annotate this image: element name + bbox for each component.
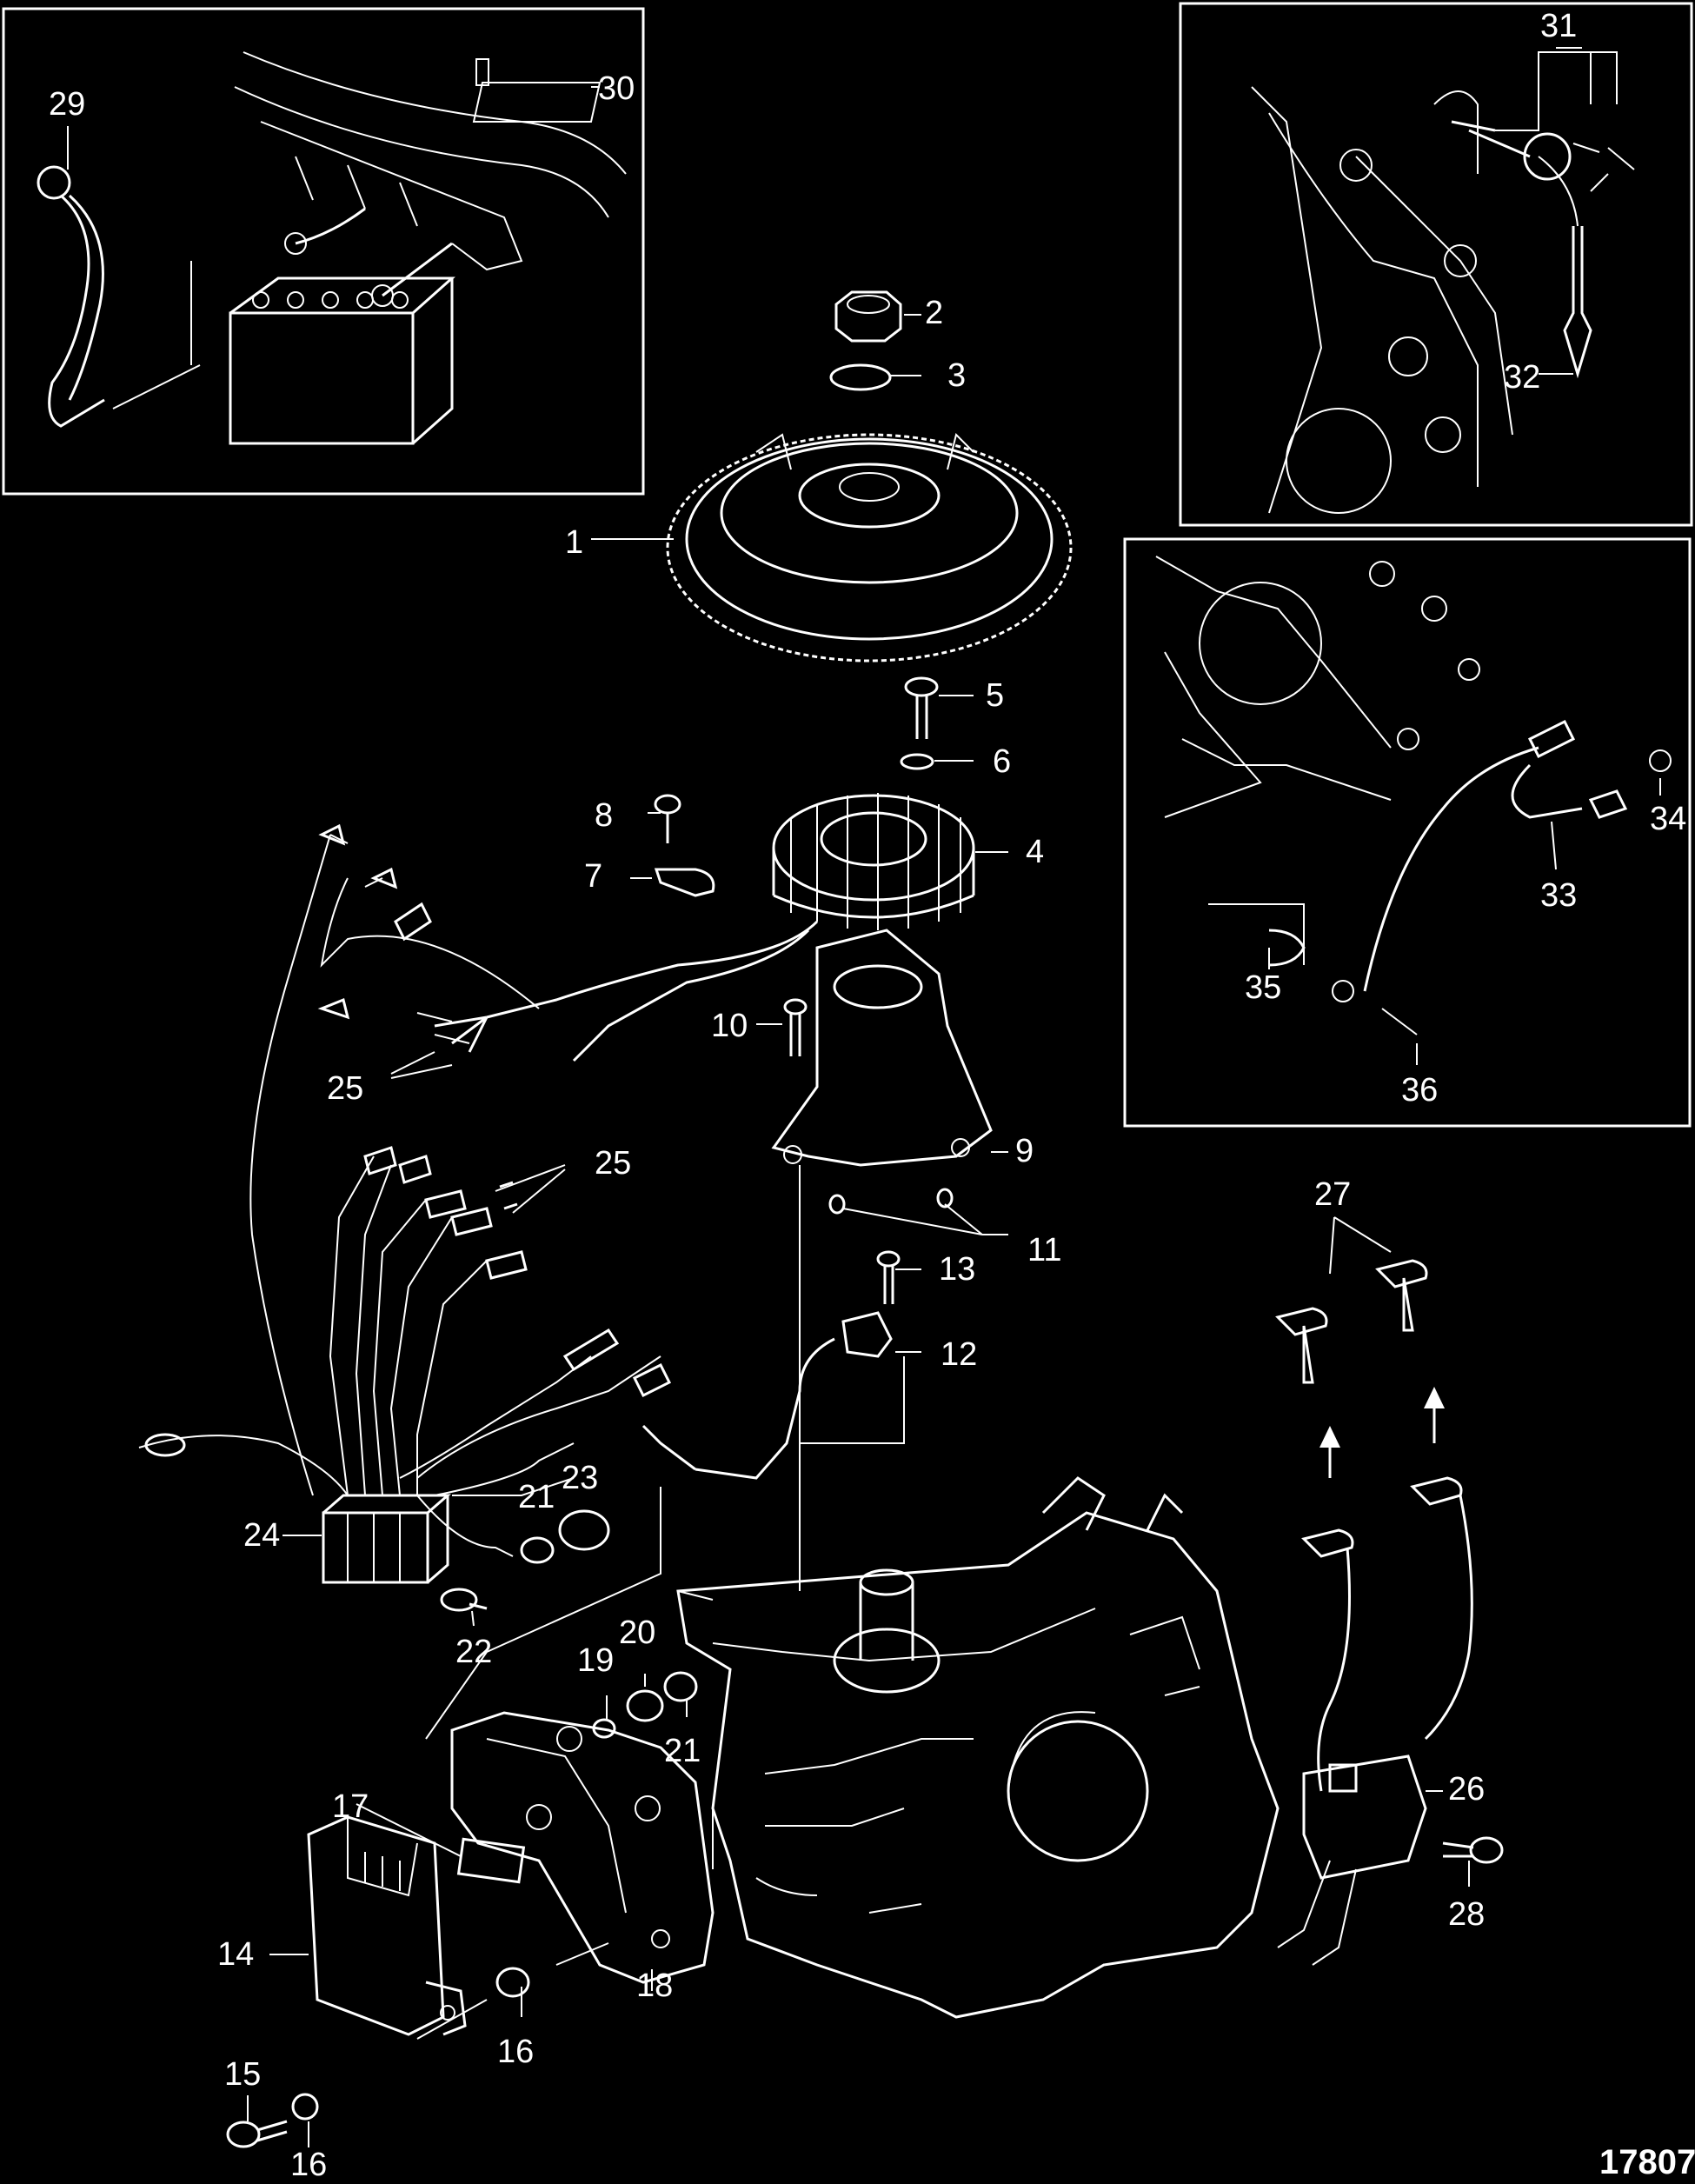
bushing-19 [592,1718,616,1739]
wire-clamp [654,868,715,897]
callout-2: 2 [925,295,943,331]
callout-16b: 16 [290,2147,327,2183]
callout-26: 26 [1448,1771,1485,1808]
washer-16-upper [495,1967,530,1998]
callout-13: 13 [939,1251,975,1288]
callout-29: 29 [49,86,85,123]
arrow-up-right [1424,1387,1445,1443]
stator [772,793,975,930]
module-mounting-bracket [450,1711,715,1984]
stator-bolt [904,676,939,739]
callout-10: 10 [711,1008,748,1044]
callout-9: 9 [1015,1133,1034,1169]
bolt-28 [1442,1836,1504,1864]
engine-block [676,1476,1280,2019]
callout-11: 11 [1027,1232,1061,1268]
spacer-17 [456,1837,526,1884]
spark-plug-boots [1275,1259,1463,1558]
ignition-control-module [307,1815,467,2036]
flywheel-nut [834,290,902,343]
connector-block [322,1494,452,1584]
wire-harness [249,823,819,1496]
callout-21b: 21 [664,1733,701,1769]
callout-labels: 1 2 3 4 5 6 7 8 9 10 11 12 13 14 15 16 1… [49,8,1686,2183]
callout-31: 31 [1540,8,1577,44]
inset-ground-lead [1123,537,1692,1128]
callout-22: 22 [455,1634,492,1670]
flywheel [666,433,1073,663]
washer-21 [520,1536,555,1564]
callout-7: 7 [584,858,602,895]
screw-8 [654,794,681,815]
callout-17: 17 [332,1788,369,1825]
callout-15: 15 [224,2056,261,2093]
bushing-11b [936,1188,954,1209]
callout-19: 19 [577,1642,614,1679]
callout-6: 6 [993,743,1011,780]
ignition-coil [1277,1495,1473,1966]
callout-3: 3 [947,357,966,394]
callout-27: 27 [1314,1176,1351,1213]
screw-15 [226,2120,288,2148]
callout-24: 24 [243,1517,280,1554]
callout-35: 35 [1245,969,1281,1006]
callout-25b: 25 [595,1145,631,1182]
callout-16: 16 [497,2034,534,2070]
arrow-up-left [1319,1426,1340,1478]
grommet-20 [626,1689,664,1722]
grommet-23 [558,1509,610,1551]
wire-harness-lower [138,1146,672,1557]
callout-30: 30 [598,70,635,107]
leader-lines [67,47,1661,2147]
washer-21b [663,1671,698,1702]
ignition-coil-bracket [641,1311,893,1480]
stator-washer [900,753,934,770]
washer-16-lower [291,2093,319,2121]
bushing-11a [828,1194,846,1215]
callout-23: 23 [562,1460,598,1496]
callout-36: 36 [1401,1072,1438,1109]
figure-number: 17807 [1599,2143,1695,2181]
callout-28: 28 [1448,1896,1485,1933]
callout-25: 25 [327,1070,363,1107]
callout-5: 5 [986,677,1004,714]
callout-14: 14 [217,1936,254,1973]
callout-18: 18 [636,1968,673,2004]
inset-battery-cable [2,7,645,496]
callout-32: 32 [1504,359,1540,396]
callout-34: 34 [1650,801,1686,837]
flywheel-washer [829,363,892,391]
callout-20: 20 [619,1615,655,1651]
callout-21: 21 [518,1479,555,1515]
callout-12: 12 [941,1336,977,1373]
callout-8: 8 [595,797,613,834]
screw-10 [783,998,808,1056]
callout-1: 1 [565,524,583,561]
trigger-plate [771,929,993,1167]
screw-13 [876,1250,901,1304]
bolt-22 [440,1588,488,1612]
inset-temperature-sensor [1179,2,1693,527]
callout-33: 33 [1540,877,1577,914]
callout-4: 4 [1026,834,1044,870]
